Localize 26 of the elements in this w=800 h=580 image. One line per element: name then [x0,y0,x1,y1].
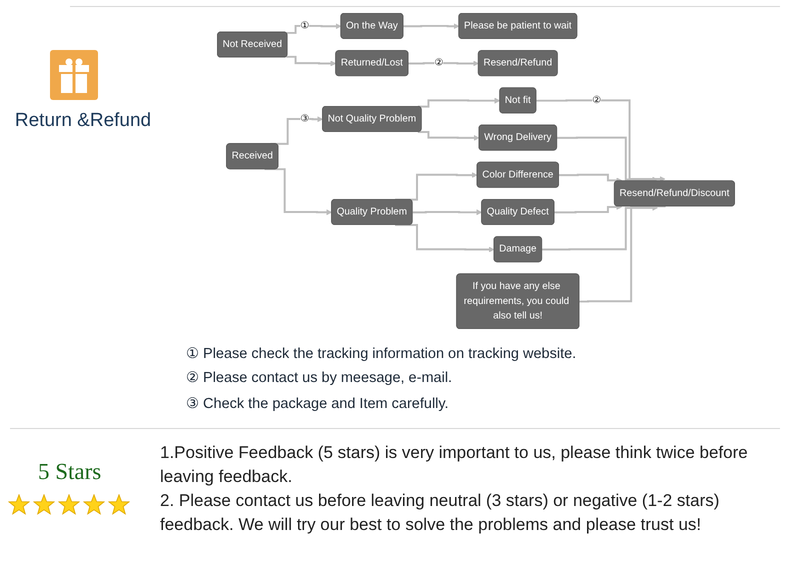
edge-label: ① [300,20,310,32]
feedback-text: 2. Please contact us before leaving neutral (3 stars) or negative (1-2 stars) feedback. We will try our best to solve the problems and please trust us! [160,490,720,536]
arrow [286,56,336,66]
arrow [554,204,622,214]
arrow [286,23,342,34]
arrow [395,224,494,252]
arrow [536,99,666,182]
arrow [418,98,500,108]
arrow [264,168,332,216]
arrow [403,23,460,30]
note-text: ① Please check the tracking information on tracking website. [186,346,576,362]
rating-heading: 5 Stars [38,459,102,485]
edge-label: ② [592,94,602,106]
arrow [412,209,482,216]
arrow [557,136,658,182]
edge-label: ② [434,57,444,68]
edge-label: ③ [300,112,310,124]
arrow [418,131,480,141]
arrow [542,205,658,251]
note-text: ② Please contact us by meesage, e-mail. [186,370,452,386]
arrow [559,174,622,184]
connector [579,205,666,303]
note-text: ③ Check the package and Item carefully. [186,396,449,412]
feedback-text: 1.Positive Feedback (5 stars) is very important to us, please think twice before leaving feedback. [160,442,749,488]
section-title: Return &Refund [14,110,152,132]
arrow [408,60,479,66]
